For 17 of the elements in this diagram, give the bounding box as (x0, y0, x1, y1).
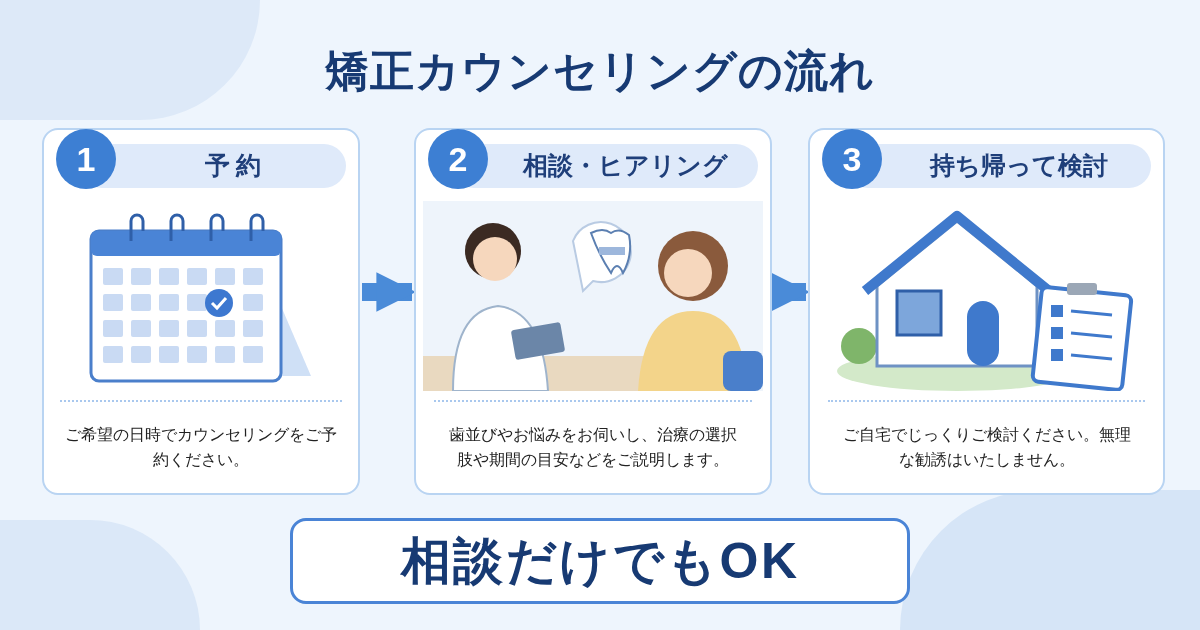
step-description: ご希望の日時でカウンセリングをご予約ください。 (64, 424, 338, 470)
arrow (770, 272, 810, 312)
banner (290, 518, 910, 604)
title: 矯正カウンセリングの流れ (324, 45, 876, 97)
arrow (362, 272, 416, 312)
step-card (808, 128, 1165, 495)
step-description: 歯並びやお悩みをお伺いし、治療の選択肢や期間の目安などをご説明します。 (448, 424, 738, 470)
step-card (414, 128, 772, 495)
step-number-badge: 1 (56, 129, 116, 189)
step-heading: 持ち帰って検討 (929, 150, 1108, 182)
step-heading: 相談・ヒアリング (522, 150, 728, 182)
step-number-badge: 2 (428, 129, 488, 189)
banner-text: 相談だけでもOK (400, 531, 800, 591)
step-number-badge: 3 (822, 129, 882, 189)
step-description: ご自宅でじっくりご検討ください。無理な勧誘はいたしません。 (841, 424, 1132, 470)
step-card (42, 128, 360, 495)
step-heading: 予 約 (204, 150, 262, 182)
